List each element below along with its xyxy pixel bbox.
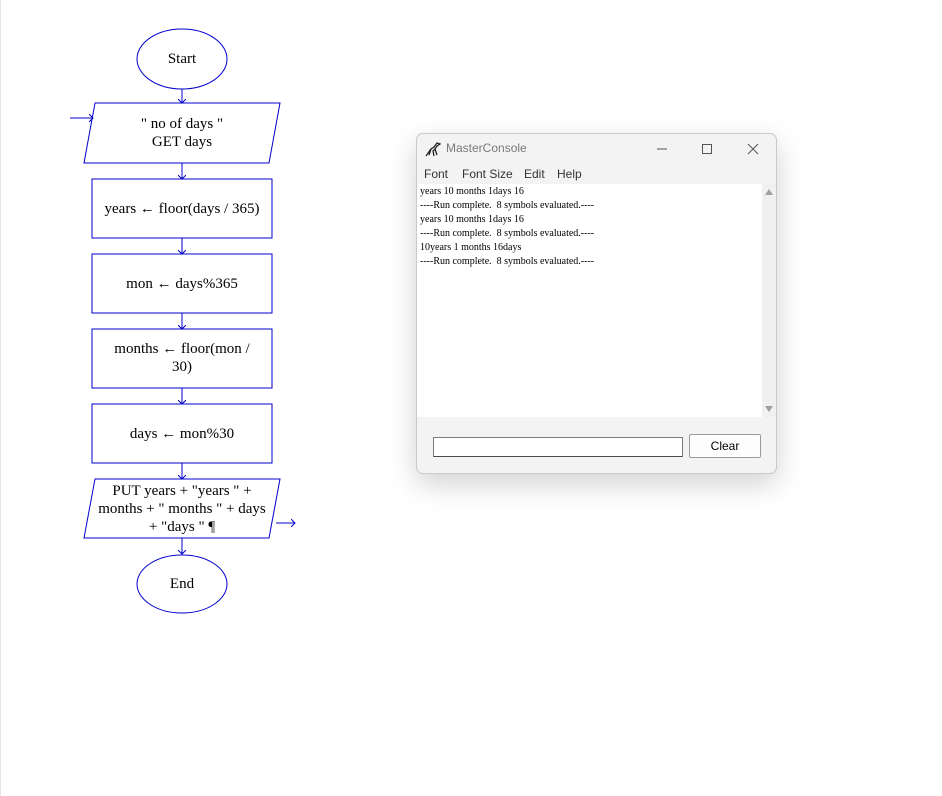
assign-mon-label: mon ← days%365	[126, 276, 238, 292]
end-terminal[interactable]	[136, 554, 228, 614]
input-get-label: GET days	[151, 134, 213, 150]
vertical-scrollbar[interactable]	[762, 184, 776, 417]
menu-edit[interactable]: Edit	[524, 167, 545, 181]
command-input[interactable]	[433, 437, 683, 457]
maximize-icon	[702, 144, 712, 154]
window-title: MasterConsole	[446, 141, 527, 155]
assign-years-label: years ← floor(days / 365)	[104, 201, 260, 217]
menu-help[interactable]: Help	[557, 167, 582, 181]
menu-bar: Font Font Size Edit Help	[417, 164, 776, 184]
minimize-icon	[657, 148, 667, 150]
console-output[interactable]: years 10 months 1days 16 ----Run complet…	[417, 184, 762, 417]
assign-months-box[interactable]	[91, 328, 273, 389]
start-terminal[interactable]	[136, 28, 228, 90]
window-edge	[0, 0, 1, 796]
scroll-down-icon[interactable]	[765, 406, 773, 412]
menu-font-size[interactable]: Font Size	[462, 167, 513, 181]
assign-years-box[interactable]	[91, 178, 273, 239]
raptor-icon	[425, 142, 441, 157]
assign-months-label: months ← floor(mon / 30)	[114, 341, 250, 375]
start-label: Start	[167, 51, 197, 67]
output-line: ----Run complete. 8 symbols evaluated.--…	[420, 200, 595, 211]
output-line: years 10 months 1days 16	[420, 186, 524, 197]
minimize-button[interactable]	[642, 137, 682, 161]
scroll-up-icon[interactable]	[765, 189, 773, 195]
output-line: ----Run complete. 8 symbols evaluated.--…	[420, 256, 595, 267]
assign-mon-box[interactable]	[91, 253, 273, 314]
title-bar[interactable]: MasterConsole	[417, 134, 776, 164]
input-prompt-label: " no of days "	[140, 116, 224, 132]
output-parallelogram[interactable]	[83, 478, 281, 539]
clear-button[interactable]: Clear	[689, 434, 761, 458]
master-console-window: MasterConsole Font Font Size Edit Help y…	[416, 133, 777, 474]
assign-days-box[interactable]	[91, 403, 273, 464]
close-icon	[747, 143, 759, 155]
output-line: years 10 months 1days 16	[420, 214, 524, 225]
close-button[interactable]	[733, 137, 773, 161]
output-line: 10years 1 months 16days	[420, 242, 522, 253]
assign-days-label: days ← mon%30	[129, 426, 235, 442]
end-label: End	[169, 576, 195, 592]
menu-font[interactable]: Font	[424, 167, 449, 181]
input-parallelogram[interactable]	[83, 102, 281, 164]
output-line: ----Run complete. 8 symbols evaluated.--…	[420, 228, 595, 239]
maximize-button[interactable]	[687, 137, 727, 161]
output-put-label: PUT years + "years " + months + " months…	[98, 483, 266, 535]
